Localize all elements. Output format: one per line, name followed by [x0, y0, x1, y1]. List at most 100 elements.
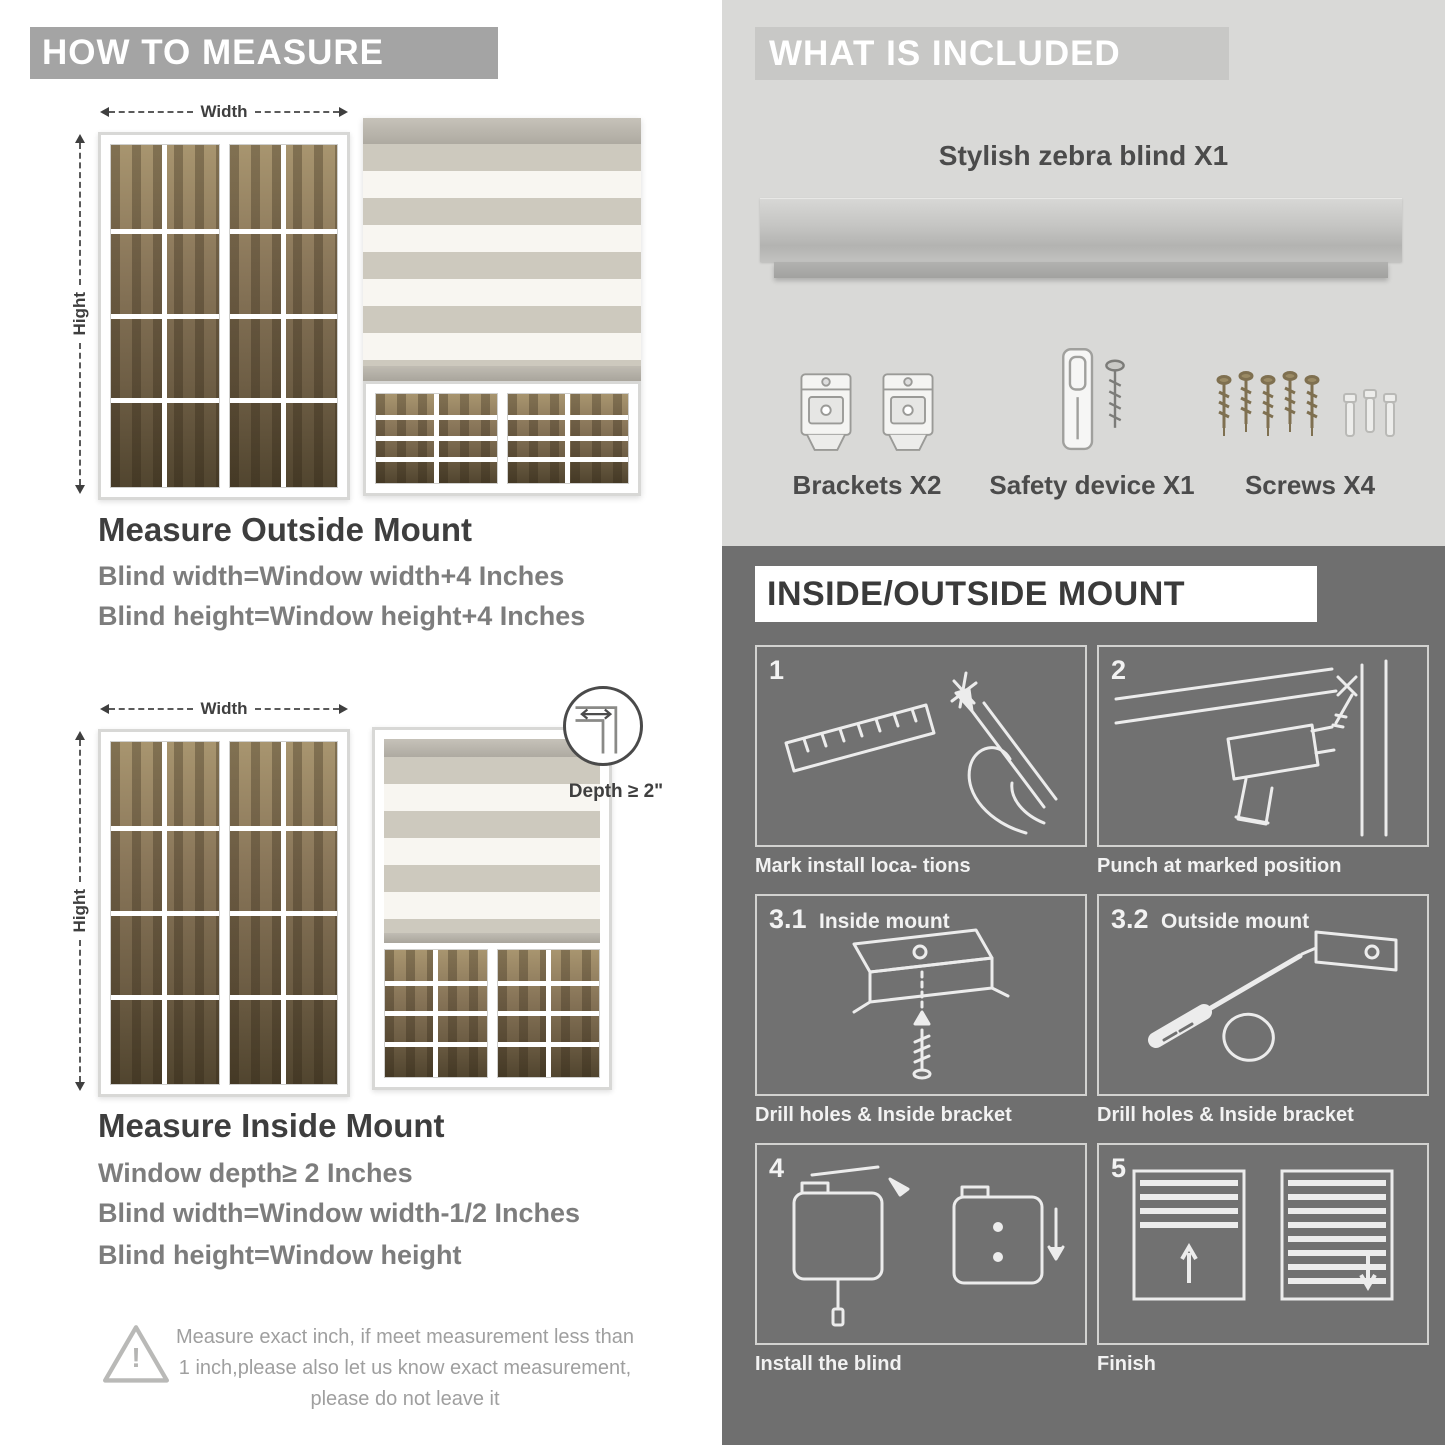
depth-note: Depth ≥ 2"	[568, 781, 664, 802]
mount-steps-grid: 1 Mark install	[755, 645, 1433, 1376]
safety-device-label: Safety device X1	[989, 470, 1195, 500]
outside-width-formula: Blind width=Window width+4 Inches	[98, 561, 565, 591]
step-4: 4	[755, 1143, 1087, 1376]
window-glass	[228, 741, 338, 1085]
inside-height-formula: Blind height=Window height	[98, 1240, 462, 1270]
step-3-1-panel: 3.1 Inside mount	[755, 894, 1087, 1096]
arrow-down-icon	[75, 485, 85, 494]
brackets-column: Brackets X2	[762, 330, 972, 501]
arrow-left-icon	[100, 107, 109, 117]
window-glass	[384, 949, 488, 1078]
step-number: 2	[1111, 655, 1127, 685]
window-glass	[506, 393, 629, 484]
step-5-panel: 5	[1097, 1143, 1429, 1345]
arrow-down-icon	[75, 1082, 85, 1091]
step-3-2-title: Outside mount	[1161, 910, 1310, 933]
what-is-included-header: WHAT IS INCLUDED	[755, 27, 1229, 80]
mount-instructions-section: INSIDE/OUTSIDE MOUNT 1	[722, 546, 1445, 1445]
depth-detail-icon	[575, 706, 618, 754]
step-3-2: 3.2 Outside mount Dr	[1097, 894, 1429, 1127]
bracket-icon	[882, 373, 934, 451]
mount-header: INSIDE/OUTSIDE MOUNT	[755, 566, 1317, 622]
step-4-caption: Install the blind	[755, 1353, 902, 1375]
step-number: 5	[1111, 1153, 1127, 1183]
window-glass	[375, 393, 498, 484]
arrow-up-icon	[75, 134, 85, 143]
how-to-measure-header: HOW TO MEASURE	[30, 27, 498, 79]
step-2-panel: 2	[1097, 645, 1429, 847]
finish-blinds-icon	[1132, 1169, 1394, 1301]
window-glass	[496, 949, 600, 1078]
mark-locations-icon	[784, 671, 1058, 835]
depth-detail-callout	[563, 686, 643, 766]
width-label: Width	[200, 699, 248, 718]
step-1-caption: Mark install loca- tions	[755, 855, 971, 877]
window-glass	[228, 144, 338, 488]
inside-bracket-screw-icon	[852, 928, 1010, 1080]
height-label: Hight	[70, 889, 89, 933]
window-glass	[110, 144, 220, 488]
step-1: 1 Mark install	[755, 645, 1087, 878]
blind-bottomrail	[384, 933, 600, 943]
warning-exclamation: !	[131, 1342, 141, 1373]
screws-label: Screws X4	[1244, 470, 1376, 500]
step-number: 1	[769, 655, 785, 685]
inside-mount-title: Measure Inside Mount	[98, 1107, 445, 1144]
blind-bottomrail	[363, 366, 641, 381]
window-measure-figure-inside: Width Hight	[70, 697, 350, 1097]
outside-height-formula: Blind height=Window height+4 Inches	[98, 601, 586, 631]
window-under-blind	[363, 381, 641, 496]
width-dimension: Width	[100, 102, 348, 121]
arrow-left-icon	[100, 704, 109, 714]
headrail-illustration	[760, 198, 1402, 262]
window-illustration	[98, 132, 350, 500]
step-5-caption: Finish	[1097, 1353, 1156, 1375]
step-3-1-title: Inside mount	[819, 910, 950, 933]
window-glass	[110, 741, 220, 1085]
blind-item-label: Stylish zebra blind X1	[938, 140, 1229, 171]
height-dimension: Hight	[70, 134, 89, 494]
step-number: 3.2	[1111, 904, 1149, 934]
window-measure-figure-outside: Width Hight	[70, 100, 350, 500]
window-illustration	[98, 729, 350, 1097]
blind-stripes	[384, 757, 600, 933]
outside-mount-title: Measure Outside Mount	[98, 511, 473, 548]
arrow-right-icon	[339, 704, 348, 714]
inside-depth-formula: Window depth≥ 2 Inches	[98, 1158, 413, 1188]
step-3-1-caption: Drill holes & Inside bracket	[755, 1104, 1012, 1126]
step-4-panel: 4	[755, 1143, 1087, 1345]
step-number: 4	[769, 1153, 785, 1183]
safety-device-column: Safety device X1	[989, 330, 1195, 501]
step-2-caption: Punch at marked position	[1097, 855, 1342, 877]
step-5: 5	[1097, 1143, 1429, 1376]
arrow-right-icon	[339, 107, 348, 117]
step-3-1: 3.1 Inside mount	[755, 894, 1087, 1127]
what-is-included-section: WHAT IS INCLUDED Stylish zebra blind X1	[722, 0, 1445, 546]
zebra-blind-outside-illustration	[363, 118, 641, 496]
step-1-panel: 1	[755, 645, 1087, 847]
screws-column: Screws X4	[1200, 330, 1420, 501]
bracket-icon	[800, 373, 852, 451]
width-label: Width	[200, 102, 248, 121]
inside-width-formula: Blind width=Window width-1/2 Inches	[98, 1198, 581, 1228]
step-number: 3.1	[769, 904, 807, 934]
install-blind-icon	[792, 1165, 1065, 1327]
headrail-lip	[774, 262, 1388, 278]
height-label: Hight	[70, 292, 89, 336]
brackets-label: Brackets X2	[792, 470, 942, 500]
arrow-up-icon	[75, 731, 85, 740]
inside-mount-blind-illustration	[372, 727, 612, 1090]
step-2: 2	[1097, 645, 1429, 878]
blind-stripes	[363, 144, 641, 366]
screws-icon	[1216, 371, 1397, 438]
blind-headrail	[384, 739, 600, 757]
width-dimension: Width	[100, 699, 348, 718]
step-3-2-caption: Drill holes & Inside bracket	[1097, 1104, 1354, 1126]
drill-icon	[1114, 659, 1388, 837]
step-3-2-panel: 3.2 Outside mount	[1097, 894, 1429, 1096]
screwdriver-bracket-icon	[1148, 930, 1398, 1062]
blind-headrail	[363, 118, 641, 144]
height-dimension: Hight	[70, 731, 89, 1091]
warning-icon	[100, 1320, 172, 1386]
